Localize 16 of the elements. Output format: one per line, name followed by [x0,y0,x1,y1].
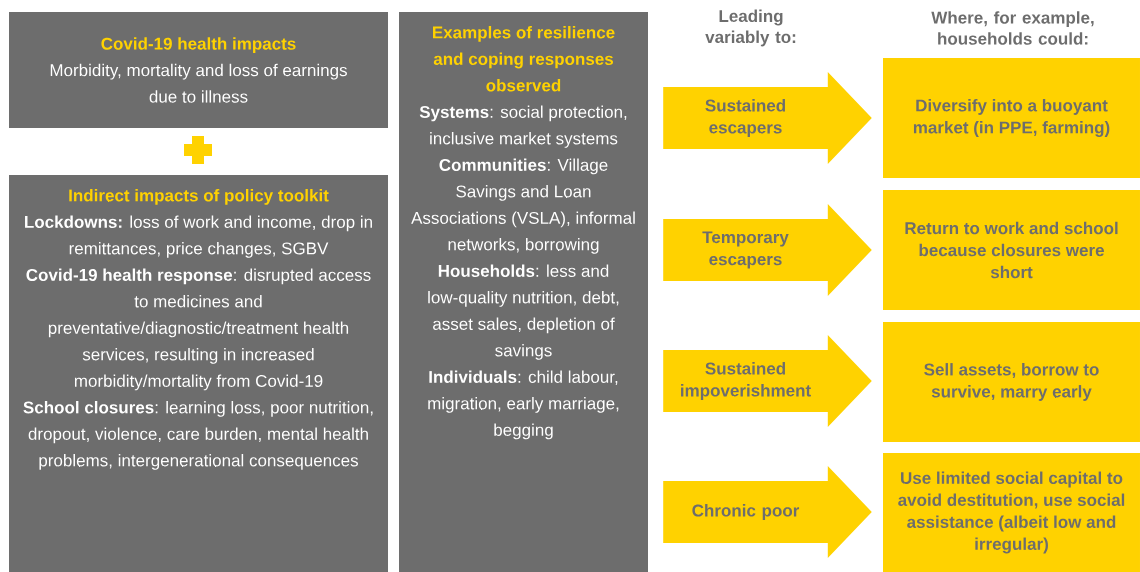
edge-label: Chronic poor [692,504,800,520]
outcome-box: Return to work and school because closures were short [883,190,1140,310]
block-arrow [663,335,872,427]
outcome-box: Use limited social capital to avoid destitution, use social assistance (albeit low and irregular) [883,453,1140,572]
text-panel: Indirect impacts of policy toolkit Lockdowns: loss of work and income, drop in remittances, price changes, SGBV Covid-19 health response: disrupted access to medicines and preventative/diagnostic/treatment health services, resulting in increased morbidity/mortality from Covid-19 School closures: learning loss, poor nutrition, dropout, violence, care burden, mental health problems, intergenerational consequences [9,175,388,572]
text-panel: Covid-19 health impacts Morbidity, mortality and loss of earnings due to illness [9,12,388,128]
text-panel: Examples of resilience and coping responses observed Systems: social protection, inclusive market systems Communities: Village Savings and Loan Associations (VSLA), informal networks, borrowing Households: less and low-quality nutrition, debt, asset sales, depletion of savings Individuals: child labour, migration, early marriage, begging [399,12,648,572]
edge-label: Sustained escapers [705,99,785,137]
outcome-box: Diversify into a buoyant market (in PPE, farming) [883,58,1140,178]
outcome-box: Sell assets, borrow to survive, marry early [883,322,1140,442]
block-arrow [663,204,872,296]
column-heading: Leading variably to: [705,9,796,47]
edge-label: Sustained impoverishment [681,362,811,400]
edge-label: Temporary escapers [702,231,789,269]
block-arrow [663,72,872,164]
block-arrow [663,466,872,558]
